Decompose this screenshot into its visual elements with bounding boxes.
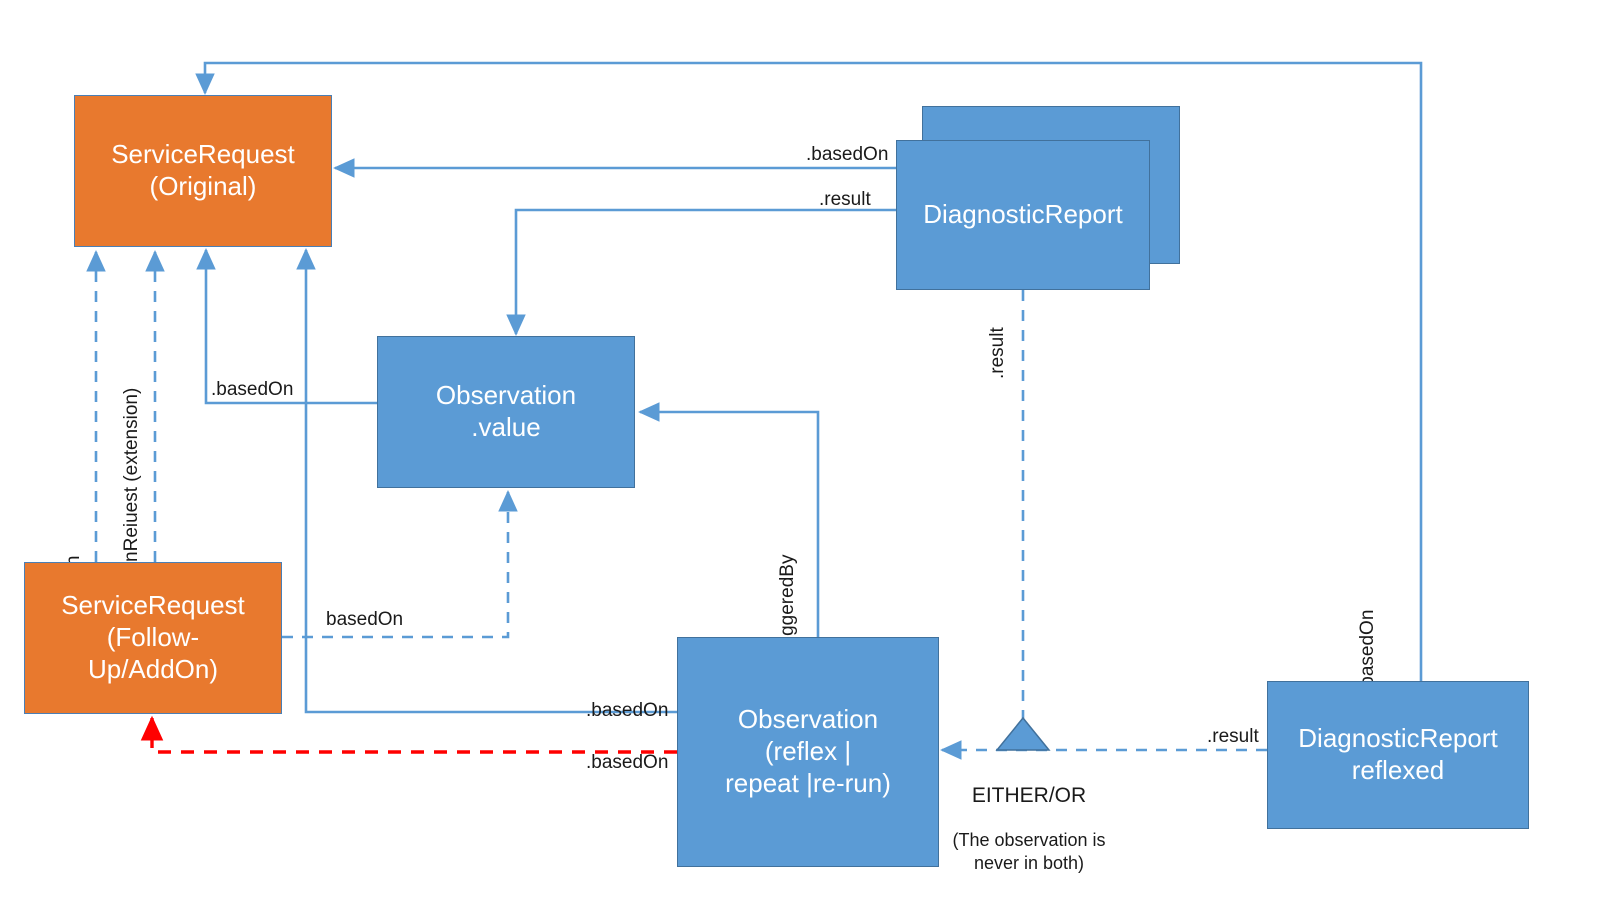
edge-diagnosticreport-result-to-observation-value <box>506 208 896 336</box>
edge-label-basedon-reflex-red: .basedOn <box>586 752 669 773</box>
node-observation-reflex[interactable]: Observation (reflex | repeat |re-run) <box>677 637 939 867</box>
node-observation-value[interactable]: Observation .value <box>377 336 635 488</box>
edge-label-basedon-reflex-solid: .basedOn <box>586 700 669 721</box>
edge-label-basedon-diagnosticreport: .basedOn <box>806 144 889 165</box>
edge-label-result-vertical: .result <box>987 327 1008 379</box>
edge-label-result-reflexed: .result <box>1207 726 1259 747</box>
either-or-triangle <box>995 716 1051 751</box>
node-label: ServiceRequest (Follow- Up/AddOn) <box>61 590 245 684</box>
edge-label-result-diagnosticreport: .result <box>819 189 871 210</box>
either-or-subtitle: (The observation is never in both) <box>952 830 1106 873</box>
edge-label-basedon-observation-value: .basedOn <box>211 379 294 400</box>
node-label: Observation (reflex | repeat |re-run) <box>725 704 891 798</box>
either-or-title: EITHER/OR <box>971 784 1087 807</box>
edge-observation-reflex-basedon-to-followup-red <box>140 715 677 754</box>
node-diagnostic-report-reflexed[interactable]: DiagnosticReport reflexed <box>1267 681 1529 829</box>
node-service-request-original[interactable]: ServiceRequest (Original) <box>74 95 332 247</box>
node-service-request-follow-up[interactable]: ServiceRequest (Follow- Up/AddOn) <box>24 562 282 714</box>
node-diagnostic-report[interactable]: DiagnosticReport <box>896 140 1150 290</box>
node-label: DiagnosticReport <box>923 199 1123 230</box>
edge-label-basedon-reflexed: .basedOn <box>1357 609 1378 692</box>
node-label: ServiceRequest (Original) <box>111 139 295 201</box>
node-label: Observation .value <box>435 380 577 442</box>
either-or-annotation: EITHER/OR (The observation is never in b… <box>940 763 1118 894</box>
edge-label-basedon-followup-to-value: basedOn <box>326 609 404 630</box>
node-label: DiagnosticReport reflexed <box>1298 723 1498 785</box>
